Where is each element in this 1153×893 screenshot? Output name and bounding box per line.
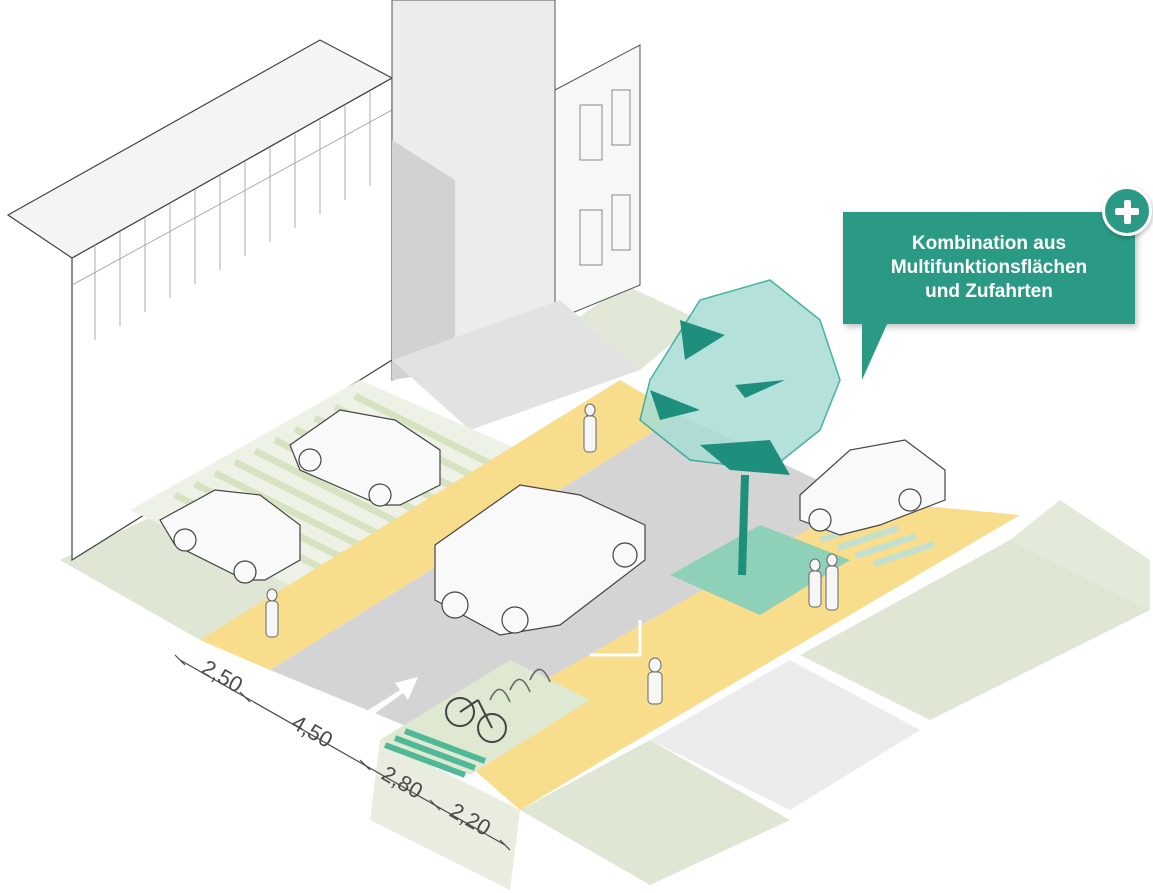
building-ground-shadow (392, 300, 640, 430)
green-plot-far-right (1010, 500, 1150, 610)
tree-icon (639, 279, 841, 576)
callout-text: Kombination aus Multifunktionsflächen un… (890, 232, 1088, 303)
corner-marking (590, 620, 642, 657)
van (434, 484, 646, 636)
bike-lane-stripes (383, 728, 487, 778)
green-plot-bottom-left (370, 740, 520, 890)
plus-icon (1102, 186, 1152, 236)
callout-tail (862, 322, 888, 380)
bike-parking-area (380, 660, 590, 775)
bike-rack-icon (489, 668, 551, 703)
building-left-windows (71, 92, 393, 340)
building-right (554, 44, 641, 321)
info-callout: Kombination aus Multifunktionsflächen un… (843, 212, 1135, 324)
green-plot-top (560, 285, 700, 370)
car-left-2 (289, 409, 441, 507)
sidewalk-right (440, 500, 1020, 810)
dimension-line (174, 654, 511, 851)
bicycle-icon (445, 697, 507, 743)
green-plot-center (650, 660, 920, 810)
dimension-label-2: 4,50 (288, 710, 338, 753)
pedestrians (265, 403, 839, 705)
multifunction-area (670, 525, 850, 615)
green-plot-right (800, 540, 1150, 720)
sidewalk-left (200, 380, 680, 670)
building-right-windows (579, 89, 631, 266)
car-left-1 (159, 489, 301, 584)
dimension-label-1: 2,50 (198, 655, 248, 698)
green-plot-bottom (520, 740, 790, 885)
direction-arrow-icon (365, 677, 418, 717)
building-center-shadow (392, 140, 455, 380)
car-right (799, 439, 946, 536)
